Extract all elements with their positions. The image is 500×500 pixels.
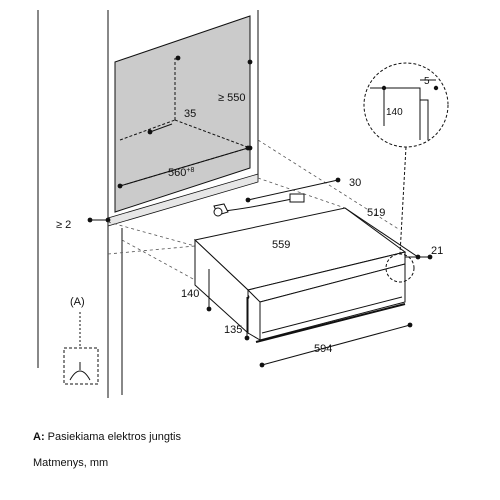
- detail-leader-line: [399, 146, 407, 255]
- dimension-140-label: 140: [181, 288, 199, 300]
- plug-symbol-icon: [69, 362, 91, 381]
- drawer-plinth: [255, 303, 406, 343]
- detail-point-b: [433, 85, 439, 91]
- power-plug: [213, 193, 305, 217]
- legend-a-text: Pasiekiama elektros jungtis: [47, 431, 181, 443]
- dimension-135-label: 135: [224, 324, 242, 336]
- dimension-560-line: [119, 147, 249, 187]
- detail-profile: [370, 79, 436, 140]
- niche-dimension-lines: [149, 62, 251, 148]
- detail-140-label: 140: [386, 107, 403, 118]
- drawer-front-panel: [259, 263, 406, 341]
- dimension-519-label: 519: [367, 207, 385, 219]
- drawer-bottom-edge: [247, 332, 261, 341]
- electrical-connection-box: [63, 347, 99, 385]
- detail-callout-circle: [363, 62, 449, 148]
- detail-5-label: 5: [424, 76, 430, 87]
- projection-lines: [107, 139, 401, 281]
- drawer-handle: [261, 296, 403, 334]
- dimension-559-label: 559: [272, 239, 290, 251]
- niche-back-panel: [114, 15, 251, 213]
- legend-a: A: Pasiekiama elektros jungtis: [33, 430, 181, 444]
- legend-a-key: A:: [33, 431, 45, 443]
- legend-units: Matmenys, mm: [33, 457, 109, 469]
- marker-a-label: (A): [70, 296, 85, 308]
- dimension-30-label: 30: [349, 177, 361, 189]
- dimension-2-label: ≥ 2: [56, 219, 71, 231]
- dimension-594-label: 594: [314, 343, 332, 355]
- dimension-21-label: 21: [431, 245, 443, 257]
- width-594-line: [261, 324, 411, 366]
- dimension-35-label: 35: [184, 108, 196, 120]
- niche-shelf: [107, 173, 259, 227]
- installation-diagram: ≥ 550 35 560+8 ≥ 2 30 559 519 21 14: [37, 10, 449, 398]
- detail-point-a: [381, 85, 387, 91]
- dimension-550-label: ≥ 550: [218, 92, 245, 104]
- depth-dimension: [344, 207, 419, 258]
